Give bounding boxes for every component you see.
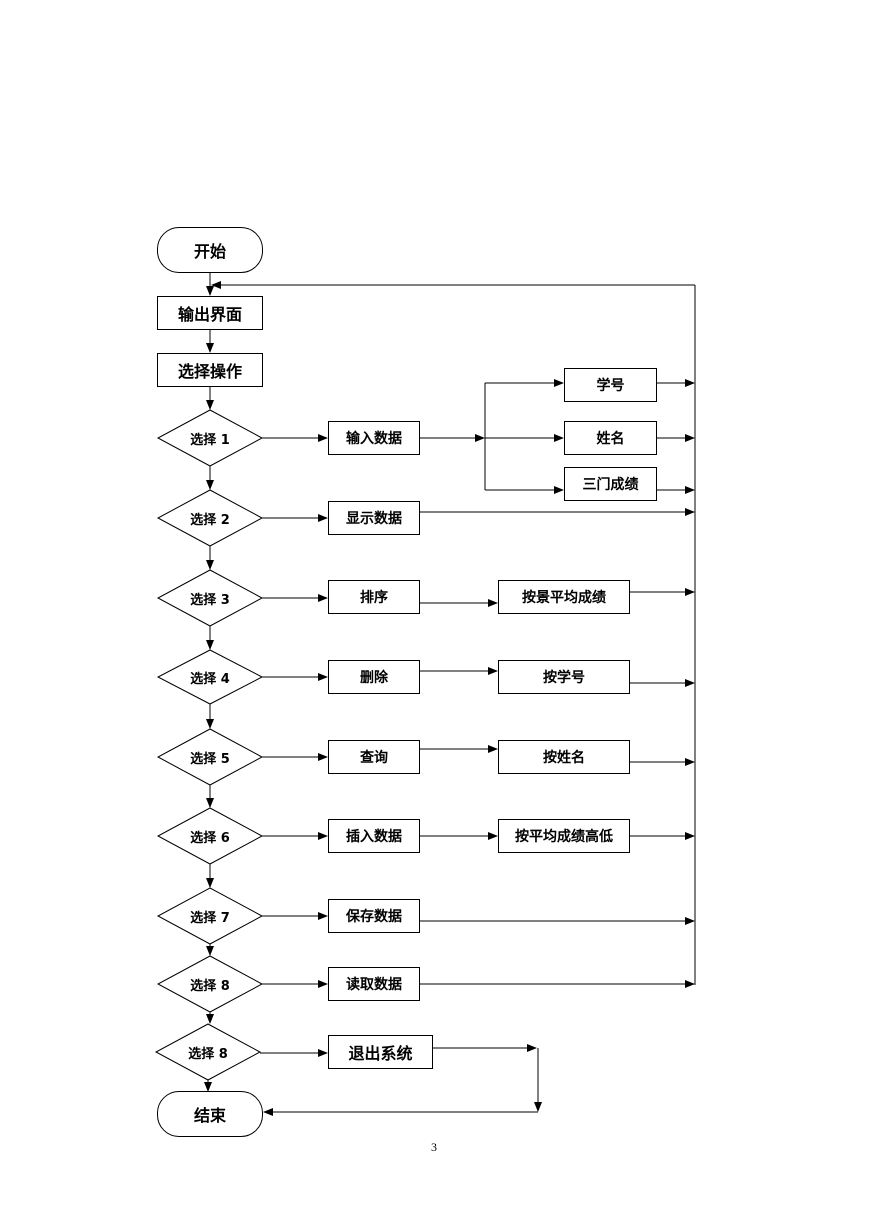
decision-label-9: 选择 8 <box>188 1046 228 1062</box>
criteria-by-name: 按姓名 <box>498 740 630 774</box>
action-sort: 排序 <box>328 580 420 614</box>
action-read-data: 读取数据 <box>328 967 420 1001</box>
page-number: 3 <box>431 1140 437 1154</box>
start-terminal: 开始 <box>157 227 263 273</box>
select-operation-box: 选择操作 <box>157 353 263 387</box>
decision-label-4: 选择 4 <box>190 671 230 687</box>
output-ui-box: 输出界面 <box>157 296 263 330</box>
criteria-by-average-order: 按平均成绩高低 <box>498 819 630 853</box>
field-three-scores: 三门成绩 <box>564 467 657 501</box>
action-save-data: 保存数据 <box>328 899 420 933</box>
decision-label-7: 选择 7 <box>190 910 230 926</box>
action-query: 查询 <box>328 740 420 774</box>
action-show-data: 显示数据 <box>328 501 420 535</box>
decision-label-3: 选择 3 <box>190 592 230 608</box>
field-student-id: 学号 <box>564 368 657 402</box>
end-terminal: 结束 <box>157 1091 263 1137</box>
action-insert-data: 插入数据 <box>328 819 420 853</box>
criteria-by-student-id: 按学号 <box>498 660 630 694</box>
action-delete: 删除 <box>328 660 420 694</box>
decision-label-5: 选择 5 <box>190 751 230 767</box>
decision-label-1: 选择 1 <box>190 432 230 448</box>
decision-label-2: 选择 2 <box>190 512 230 528</box>
decision-label-8: 选择 8 <box>190 978 230 994</box>
decision-label-6: 选择 6 <box>190 830 230 846</box>
field-name: 姓名 <box>564 421 657 455</box>
action-input-data: 输入数据 <box>328 421 420 455</box>
criteria-sort-by-average: 按景平均成绩 <box>498 580 630 614</box>
action-exit-system: 退出系统 <box>328 1035 433 1069</box>
